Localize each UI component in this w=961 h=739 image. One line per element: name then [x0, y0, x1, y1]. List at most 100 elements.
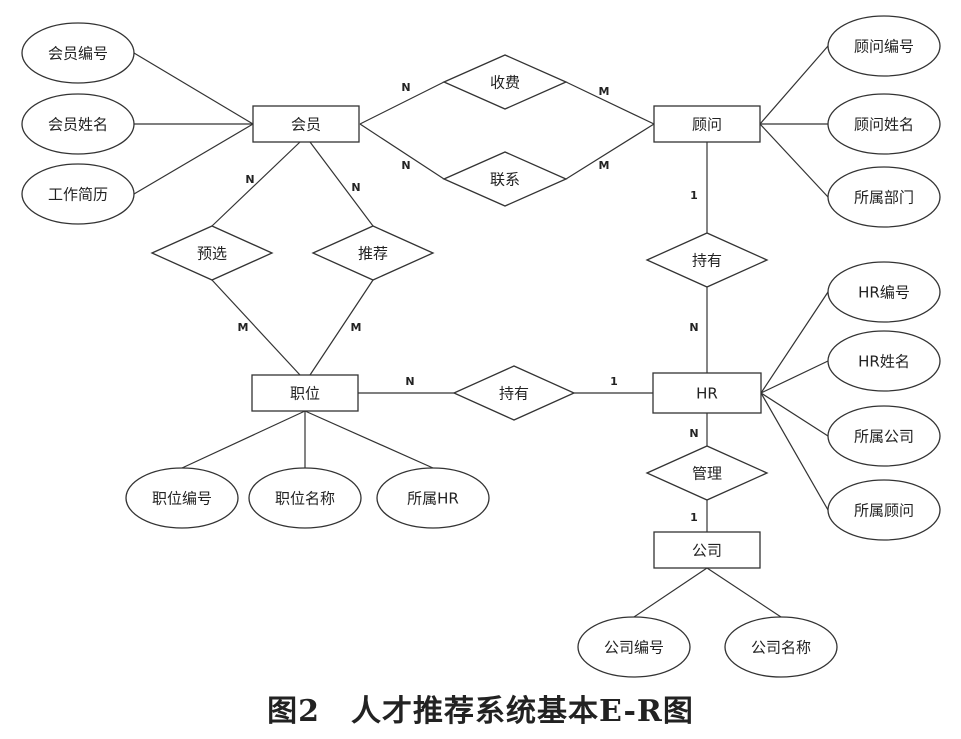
attribute-label: 会员姓名 [48, 116, 108, 134]
relationship-diamond [645, 232, 769, 288]
relationship-label: 预选 [197, 245, 227, 263]
attribute-consultant-name: 顾问姓名 [827, 93, 941, 155]
attribute-edge-hr-consultant [760, 392, 829, 511]
attribute-ellipse [724, 616, 838, 678]
attribute-ellipse [827, 93, 941, 155]
relationship-label: 收费 [490, 74, 520, 92]
attribute-edge-hr-no [760, 291, 829, 394]
attribute-label: 顾问编号 [854, 38, 914, 56]
attribute-consultant-dept: 所属部门 [827, 166, 941, 228]
relation-edge-fee-consultant [565, 81, 655, 125]
cardinality-label: N [689, 427, 698, 440]
entity-box [252, 105, 360, 143]
cardinality-label: M [238, 321, 249, 334]
relationship-fee: 收费 [442, 54, 568, 110]
attribute-hr-name: HR姓名 [827, 330, 941, 392]
attribute-edge-company-no [633, 567, 708, 618]
cardinality-label: M [599, 85, 610, 98]
attribute-label: 职位编号 [152, 490, 212, 508]
attribute-edge-member-no [133, 52, 254, 125]
attribute-label: 所属部门 [854, 189, 914, 207]
attribute-label: 工作简历 [48, 186, 108, 204]
relationship-hold-p: 持有 [452, 365, 576, 421]
cardinality-label: N [401, 159, 410, 172]
entity-company: 公司 [653, 531, 761, 569]
entity-box [251, 374, 359, 412]
cardinality-label: M [599, 159, 610, 172]
relationship-diamond [645, 445, 769, 501]
relationship-diamond [311, 225, 435, 281]
attribute-label: 公司名称 [751, 639, 811, 657]
relationship-preselect: 预选 [150, 225, 274, 281]
attribute-ellipse [827, 479, 941, 541]
attribute-ellipse [827, 405, 941, 467]
attribute-edge-work-resume [133, 123, 254, 195]
attribute-member-no: 会员编号 [21, 22, 135, 84]
attribute-ellipse [827, 15, 941, 77]
relationships: 收费联系预选推荐持有持有管理 [150, 54, 769, 501]
relationship-contact: 联系 [442, 151, 568, 207]
relationship-label: 管理 [692, 465, 722, 483]
entity-hr: HR [652, 372, 762, 414]
attribute-label: 会员编号 [48, 45, 108, 63]
cardinality-label: M [351, 321, 362, 334]
relationship-label: 持有 [499, 385, 529, 403]
relation-edge-preselect-position [211, 279, 301, 376]
relationship-diamond [452, 365, 576, 421]
attribute-label: 顾问姓名 [854, 116, 914, 134]
entity-member: 会员 [252, 105, 360, 143]
cardinality-label: N [245, 173, 254, 186]
attribute-ellipse [21, 93, 135, 155]
attribute-label: 公司编号 [604, 639, 664, 657]
attribute-position-no: 职位编号 [125, 467, 239, 529]
attribute-ellipse [21, 163, 135, 225]
entity-label: 职位 [290, 385, 320, 403]
relationship-label: 持有 [692, 252, 722, 270]
attribute-consultant-no: 顾问编号 [827, 15, 941, 77]
attribute-edge-hr-company [760, 392, 829, 437]
relation-edge-member-fee [359, 81, 445, 125]
relation-edge-contact-consultant [565, 123, 655, 180]
entity-consultant: 顾问 [653, 105, 761, 143]
attribute-label: HR编号 [858, 284, 910, 302]
entity-label: 顾问 [692, 116, 722, 134]
attribute-hr-consultant: 所属顾问 [827, 479, 941, 541]
attribute-company-name: 公司名称 [724, 616, 838, 678]
attribute-ellipse [577, 616, 691, 678]
figure-caption: 图2 人才推荐系统基本E-R图 [267, 694, 694, 729]
entity-label: 公司 [692, 542, 722, 560]
attribute-work-resume: 工作简历 [21, 163, 135, 225]
attribute-edge-position-no [181, 410, 306, 469]
attribute-ellipse [125, 467, 239, 529]
attribute-edge-company-name [706, 567, 782, 618]
cardinality-label: 1 [690, 511, 698, 524]
entity-box [653, 105, 761, 143]
cardinality-label: N [351, 181, 360, 194]
attribute-position-hr: 所属HR [376, 467, 490, 529]
attribute-ellipse [827, 330, 941, 392]
cardinality-label: N [405, 375, 414, 388]
cardinality-label: 1 [610, 375, 618, 388]
cardinality-label: 1 [690, 189, 698, 202]
attribute-ellipse [827, 261, 941, 323]
entity-label: 会员 [291, 116, 321, 134]
entity-label: HR [696, 385, 718, 403]
relationship-hold-c: 持有 [645, 232, 769, 288]
attribute-ellipse [21, 22, 135, 84]
relation-edge-recommend-position [309, 279, 374, 376]
attribute-edge-position-hr [304, 410, 434, 469]
attribute-member-name: 会员姓名 [21, 93, 135, 155]
cardinality-label: N [401, 81, 410, 94]
relationship-manage: 管理 [645, 445, 769, 501]
attribute-hr-no: HR编号 [827, 261, 941, 323]
entity-box [652, 372, 762, 414]
attributes: 会员编号会员姓名工作简历顾问编号顾问姓名所属部门HR编号HR姓名所属公司所属顾问… [21, 15, 941, 678]
attribute-label: 所属HR [407, 490, 459, 508]
relationship-label: 推荐 [358, 245, 388, 263]
entity-box [653, 531, 761, 569]
entity-position: 职位 [251, 374, 359, 412]
attribute-company-no: 公司编号 [577, 616, 691, 678]
